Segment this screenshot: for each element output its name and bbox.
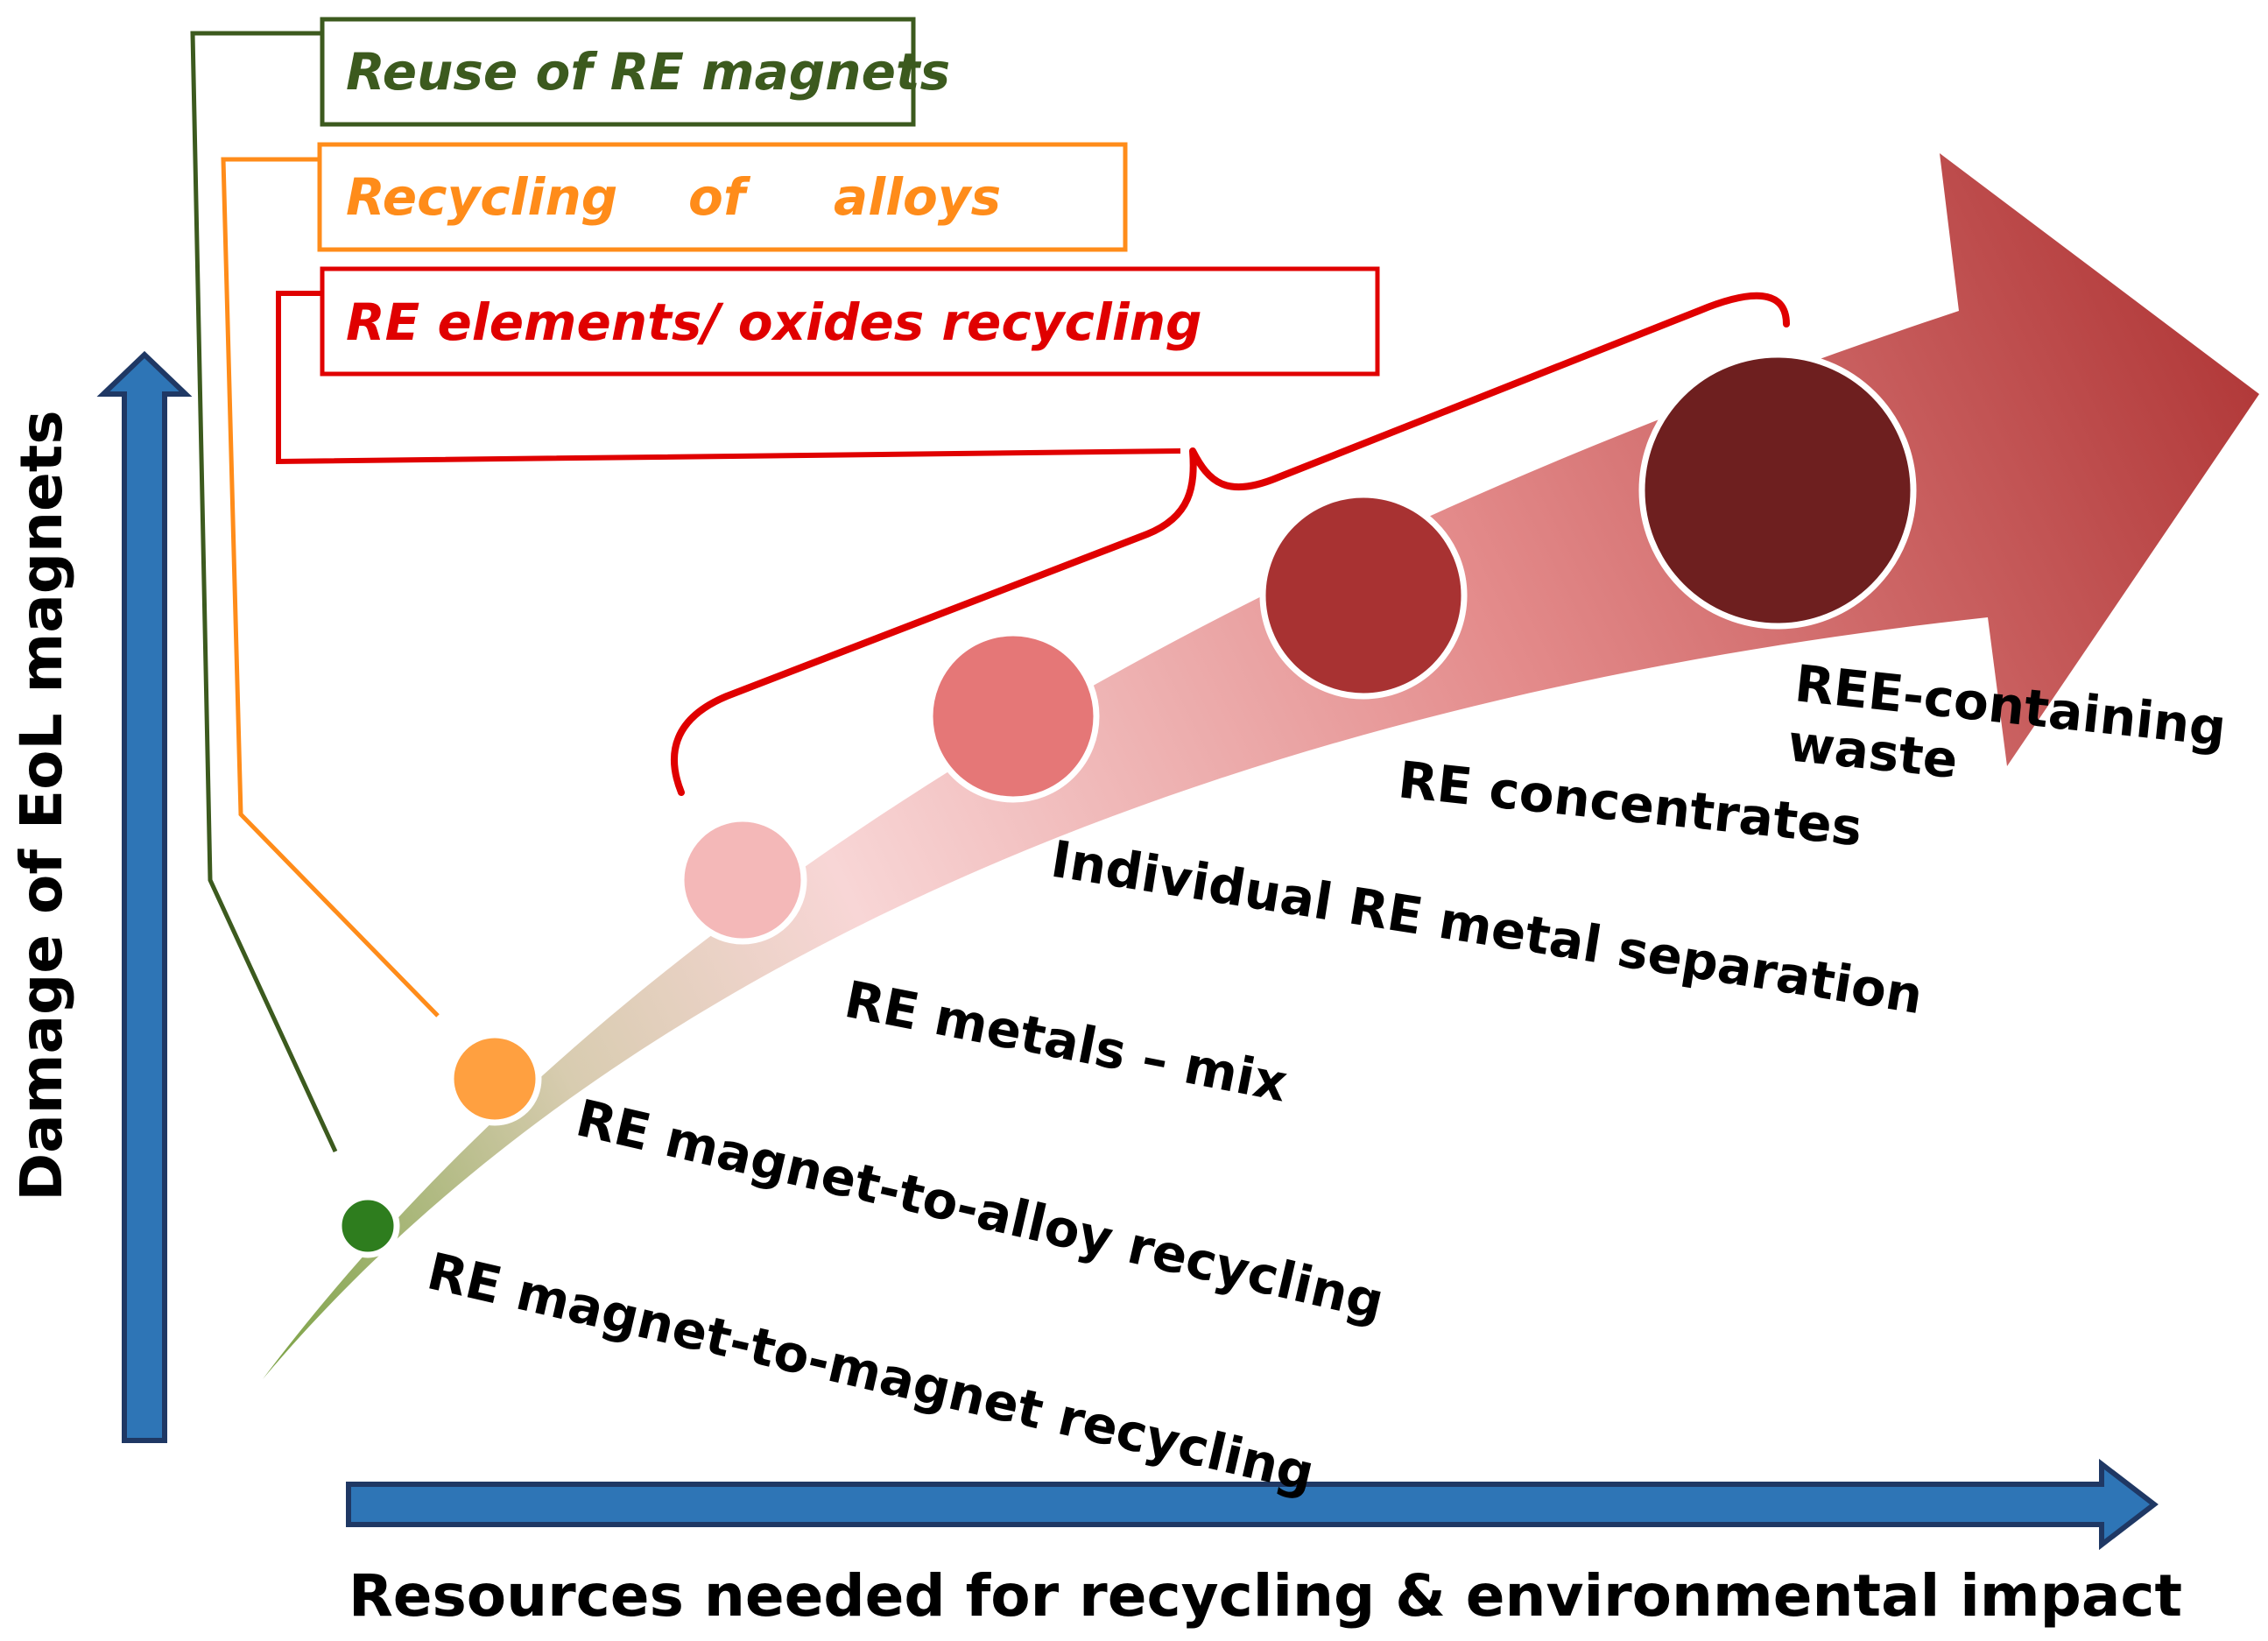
stage-magnet-to-alloy-label: RE magnet-to-alloy recycling (571, 1088, 1390, 1331)
x-axis-label: Resources needed for recycling & environ… (349, 1562, 2182, 1630)
reuse-box (320, 17, 916, 127)
y-axis-label: Damage of EoL magnets (8, 410, 75, 1201)
stage-magnet-to-magnet-circle (335, 1194, 400, 1258)
alloys-label: Recycling of alloys (346, 167, 1001, 227)
stage-metals-mix-label: RE metals – mix (840, 969, 1292, 1114)
elements-label: RE elements/ oxides recycling (346, 292, 1202, 352)
stage-individual-separation-label: Individual RE metal separation (1047, 829, 1926, 1026)
x-axis-arrow (346, 1458, 2159, 1551)
reuse-label: Reuse of RE magnets (346, 42, 950, 102)
stage-metals-mix-circle (678, 815, 807, 945)
stage-individual-separation-circle (926, 630, 1100, 803)
reuse-connector (190, 31, 338, 1153)
alloys-connector (221, 157, 440, 1018)
elements-connector (276, 291, 1181, 465)
elements-brace (670, 292, 1790, 796)
elements-box (320, 266, 1380, 377)
stage-ree-waste-circle (1638, 351, 1917, 630)
y-axis-arrow (96, 350, 193, 1443)
alloys-box (317, 142, 1128, 252)
stage-magnet-to-alloy-circle (447, 1032, 542, 1126)
stage-concentrates-circle (1259, 491, 1468, 700)
